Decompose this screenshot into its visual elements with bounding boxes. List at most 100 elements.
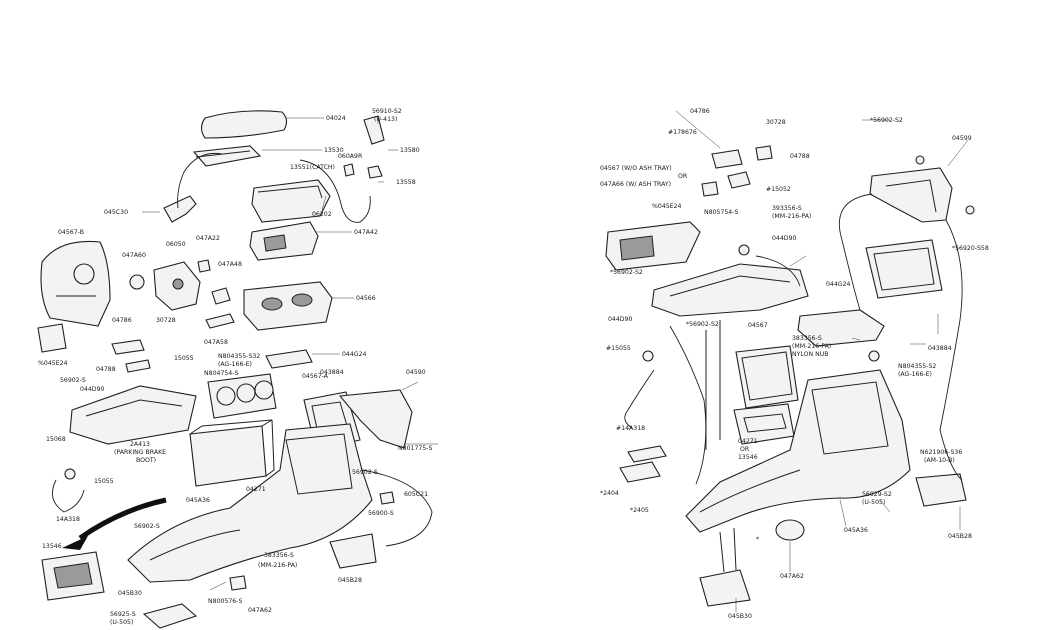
part-label: 047A62 (248, 607, 272, 614)
mounting-bracket (329, 533, 377, 569)
part-label: (AG-166-E) (218, 361, 252, 368)
part-label: 56925-S (110, 611, 136, 618)
part-label: 13546 (42, 543, 62, 550)
part-label: 045B28 (338, 577, 362, 584)
part-label: NYLON NUB (792, 351, 829, 358)
part-label: #178676 (668, 129, 697, 136)
part-label: BOOT) (136, 457, 156, 464)
part-label: 393356-S (772, 205, 802, 212)
part-label: OR (740, 446, 750, 453)
right-console-assembly (605, 145, 975, 607)
part-label: 047A60 (122, 252, 146, 259)
part-label: 56910-S2 (372, 108, 402, 115)
part-label: 04788 (96, 366, 116, 373)
part-label: 13580 (400, 147, 420, 154)
part-label: 30728 (156, 317, 176, 324)
rear-support (40, 240, 111, 327)
part-label: #14A318 (616, 425, 645, 432)
part-label: 04024 (326, 115, 346, 122)
hinge-bracket (163, 195, 197, 223)
part-label: 04567 (W/O ASH TRAY) (600, 165, 672, 172)
part-label: 13546 (738, 454, 758, 461)
cupholder-tray (243, 281, 333, 331)
part-label: 14A318 (56, 516, 80, 523)
lid-panel (192, 145, 262, 167)
part-label: 56929-S2 (862, 491, 892, 498)
part-label: (U-413) (374, 116, 397, 123)
part-label: 56902-S (60, 377, 86, 384)
part-label: 047A42 (354, 229, 378, 236)
mounting-bracket-r (915, 473, 967, 507)
part-label: 047A62 (780, 573, 804, 580)
part-label: 043884 (928, 345, 952, 352)
radio-housing (189, 425, 267, 487)
ash-tray (37, 323, 67, 353)
rear-bracket (869, 167, 953, 223)
part-label: (MM-216-PA) (792, 343, 831, 350)
part-label: 045A36 (186, 497, 210, 504)
part-label: 04788 (790, 153, 810, 160)
part-label: (U-505) (862, 499, 885, 506)
part-label: 13558 (396, 179, 416, 186)
part-label: *56902-S2 (870, 117, 903, 124)
part-label: 06202 (312, 211, 332, 218)
cup-cap (775, 519, 805, 541)
part-label: 044D90 (608, 316, 633, 323)
part-label: 045C30 (104, 209, 128, 216)
part-label: 15055 (94, 478, 114, 485)
part-label: (U-505) (110, 619, 133, 626)
part-label: N804355-S2 (898, 363, 936, 370)
part-label: N801775-S (398, 445, 432, 452)
part-label: 045A36 (844, 527, 868, 534)
part-label: 04567-A (302, 373, 329, 380)
part-label: 383356-S (792, 335, 822, 342)
part-label: (AM-10-B) (924, 457, 955, 464)
part-label: 04590 (406, 369, 426, 376)
part-label: N805754-S (704, 209, 738, 216)
part-label: %045E24 (38, 360, 68, 367)
left-labels: 04024 56910-S2 (U-413) 13530 13580 13551… (38, 108, 432, 626)
right-labels: 04786 30728 *56902-S2 04599 #178676 0478… (600, 108, 989, 620)
part-label: (MM-216-PA) (258, 562, 297, 569)
floor-bracket (142, 603, 198, 629)
part-label: (MM-216-PA) (772, 213, 811, 220)
part-label: 047A48 (218, 261, 242, 268)
console-base-plate-r (651, 263, 809, 317)
part-label: 15068 (46, 436, 66, 443)
part-label: 06050 (166, 241, 186, 248)
part-label: 30728 (766, 119, 786, 126)
part-label: 045B28 (948, 533, 972, 540)
part-label: 045B30 (118, 590, 142, 597)
part-label: 13551(CATCH) (290, 164, 335, 171)
part-label: 047A58 (204, 339, 228, 346)
part-label: N800576-S (208, 598, 242, 605)
armrest-lid (200, 110, 288, 139)
part-label: N804355-S32 (218, 353, 260, 360)
part-label: 044D90 (80, 386, 105, 393)
part-label: 56902-S (134, 523, 160, 530)
part-label: 2A413 (130, 441, 150, 448)
part-label: 04599 (952, 135, 972, 142)
part-label: 56902-S (352, 469, 378, 476)
part-label: *56920-S58 (952, 245, 989, 252)
side-bracket (338, 389, 413, 449)
part-label: N804754-S (204, 370, 238, 377)
part-label: *2405 (630, 507, 649, 514)
part-label: *56902-S2 (610, 269, 643, 276)
part-label: 383356-S (264, 552, 294, 559)
part-label: 04566 (356, 295, 376, 302)
part-label: 047A66 (W/ ASH TRAY) (600, 181, 671, 188)
part-label: 56900-S (368, 510, 394, 517)
floor-bracket-r (699, 569, 751, 607)
part-label: OR (678, 173, 688, 180)
part-label: * (756, 536, 759, 543)
left-console-assembly (37, 110, 433, 629)
leader-lines (142, 110, 969, 612)
part-label: 04567-B (58, 229, 84, 236)
part-label: 044G24 (342, 351, 367, 358)
part-label: 044D90 (772, 235, 797, 242)
main-console-body (127, 423, 373, 583)
part-label: N621906-S36 (920, 449, 962, 456)
console-frame-r (865, 239, 943, 299)
part-label: 04786 (690, 108, 710, 115)
